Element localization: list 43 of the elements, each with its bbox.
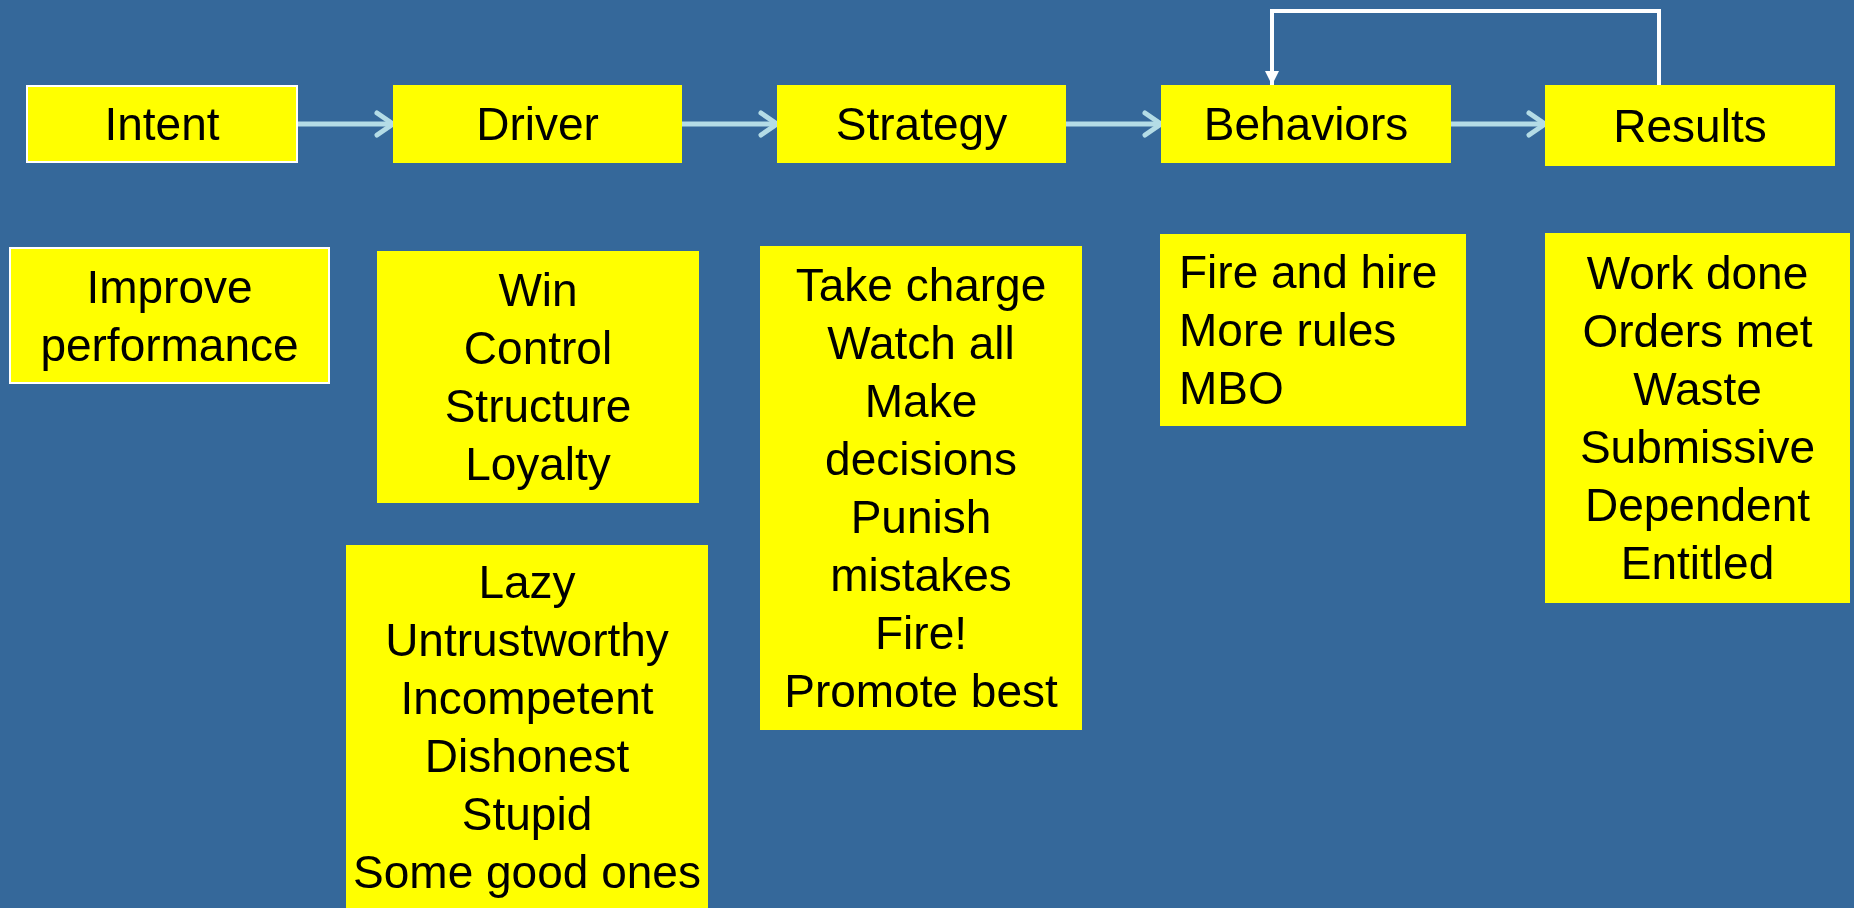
- box-text: Entitled: [1619, 536, 1776, 591]
- box-text: Promote best: [783, 664, 1059, 719]
- box-text: Improve performance: [39, 259, 300, 373]
- box-text: Untrustworthy: [384, 612, 670, 668]
- box-text: Dishonest: [423, 728, 631, 784]
- arrow: [1265, 9, 1661, 85]
- label-box: [26, 85, 298, 163]
- label-box: [777, 85, 1066, 163]
- box-text: Fire and hire: [1179, 245, 1439, 300]
- box-text: Dependent: [1583, 478, 1812, 533]
- box-text: Loyalty: [464, 437, 612, 492]
- box-text: Behaviors: [1202, 97, 1410, 152]
- box-text: Watch all: [826, 316, 1016, 371]
- box-text: Fire!: [874, 606, 968, 661]
- label-box: [1160, 234, 1466, 426]
- box-text: MBO: [1179, 361, 1285, 416]
- box-text: Stupid: [460, 786, 594, 842]
- box-text: Intent: [103, 97, 221, 152]
- label-box: [1545, 233, 1850, 603]
- box-text: Take charge: [794, 258, 1048, 313]
- box-text: Work done: [1585, 246, 1810, 301]
- box-text: Incompetent: [399, 670, 655, 726]
- box-text: Control: [462, 321, 614, 376]
- label-box: [9, 247, 330, 384]
- box-text: Results: [1612, 98, 1768, 154]
- box-text: Orders met: [1581, 304, 1814, 359]
- label-box: [760, 246, 1082, 730]
- box-text: Punish mistakes: [829, 490, 1013, 603]
- box-text: Make decisions: [824, 374, 1018, 487]
- box-text: Win: [497, 263, 579, 318]
- box-text: Some good ones: [352, 844, 702, 900]
- label-box: [1161, 85, 1451, 163]
- label-box: [1545, 85, 1835, 166]
- label-box: [377, 251, 699, 503]
- box-text: More rules: [1179, 303, 1398, 358]
- box-text: Waste: [1632, 362, 1763, 417]
- box-text: Strategy: [834, 97, 1009, 152]
- box-text: Structure: [443, 379, 633, 434]
- label-box: [346, 545, 708, 908]
- box-text: Submissive: [1578, 420, 1817, 475]
- label-box: [393, 85, 682, 163]
- box-text: Driver: [475, 97, 600, 152]
- box-text: Lazy: [477, 554, 577, 610]
